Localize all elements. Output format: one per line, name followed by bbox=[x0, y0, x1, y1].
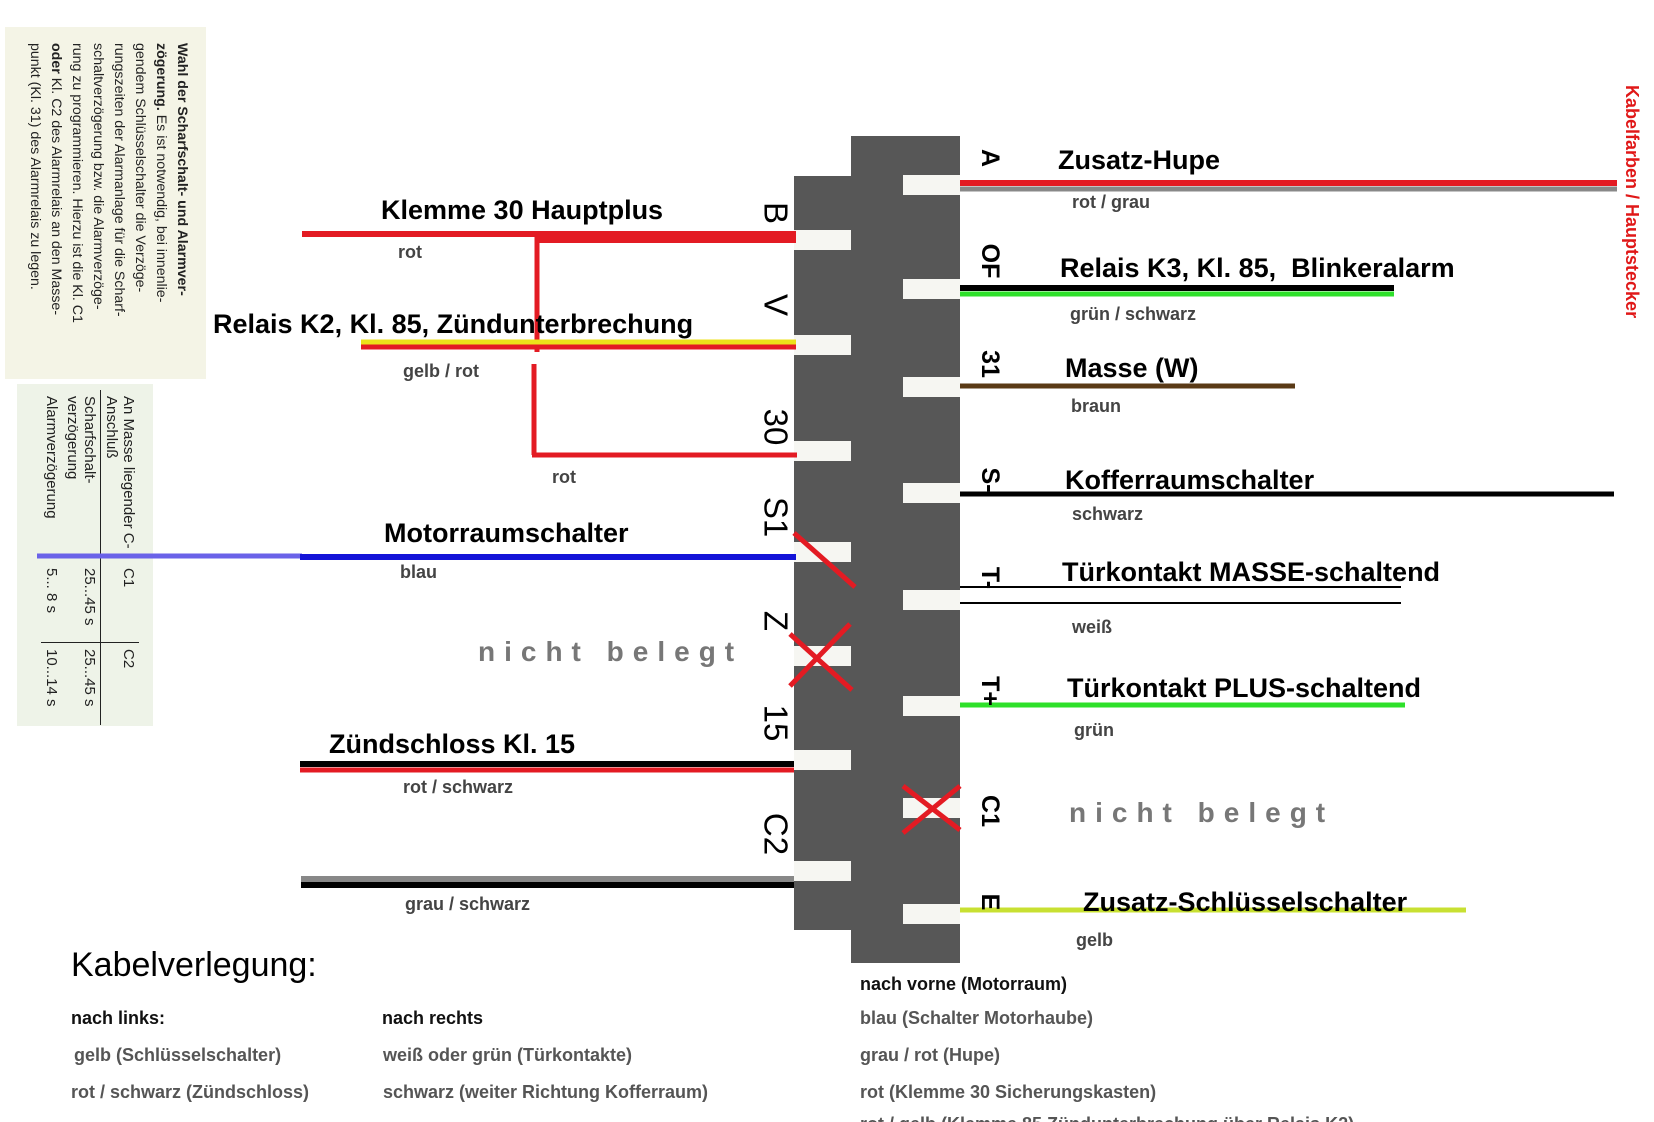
left-label-Z-unused: nicht belegt bbox=[478, 636, 743, 667]
left-label-15: Zündschloss Kl. 15 bbox=[329, 729, 575, 759]
routing-left-item: rot / schwarz (Zündschloss) bbox=[71, 1082, 309, 1102]
pin-label-C2: C2 bbox=[758, 813, 795, 855]
right-label-S-: Kofferraumschalter bbox=[1065, 465, 1315, 495]
pin-label-T-: T- bbox=[976, 567, 1004, 589]
right-label-T+: Türkontakt PLUS-schaltend bbox=[1067, 673, 1421, 703]
pin-slot-V bbox=[794, 335, 851, 355]
right-color-T+: grün bbox=[1074, 720, 1114, 740]
right-color-OF: grün / schwarz bbox=[1070, 304, 1196, 324]
pin-label-A: A bbox=[976, 149, 1004, 167]
right-label-31: Masse (W) bbox=[1065, 353, 1199, 383]
cross-stroke bbox=[788, 632, 854, 692]
cross-stroke bbox=[788, 622, 852, 688]
routing-right-item: schwarz (weiter Richtung Kofferraum) bbox=[383, 1082, 708, 1102]
pin-label-C1: C1 bbox=[976, 795, 1004, 827]
routing-left-item: gelb (Schlüsselschalter) bbox=[74, 1045, 281, 1065]
routing-front-item: rot / gelb (Klemme 85 Zündunterbrechung … bbox=[860, 1114, 1354, 1122]
right-label-E: Zusatz-Schlüsselschalter bbox=[1083, 887, 1408, 917]
right-label-A: Zusatz-Hupe bbox=[1058, 145, 1220, 175]
side-title: Kabelfarben / Hauptstecker bbox=[1622, 85, 1642, 318]
routing-front-heading: nach vorne (Motorraum) bbox=[860, 974, 1067, 994]
pin-label-S1: S1 bbox=[758, 497, 795, 537]
left-color-C2: grau / schwarz bbox=[405, 894, 530, 914]
pin-slot-A bbox=[903, 175, 960, 195]
left-color-30: rot bbox=[552, 467, 576, 487]
pin-slot-OF bbox=[903, 279, 960, 299]
left-label-B: Klemme 30 Hauptplus bbox=[381, 195, 663, 225]
right-color-E: gelb bbox=[1076, 930, 1113, 950]
pin-slot-T+ bbox=[903, 696, 960, 716]
pin-slot-S- bbox=[903, 483, 960, 503]
pin-S1-slash-mark bbox=[792, 531, 857, 589]
pin-label-Z: Z bbox=[758, 611, 795, 631]
left-label-S1: Motorraumschalter bbox=[384, 518, 629, 548]
routing-front-item: grau / rot (Hupe) bbox=[860, 1045, 1000, 1065]
cross-stroke bbox=[901, 784, 962, 835]
pin-label-30: 30 bbox=[758, 409, 795, 446]
pin-label-OF: OF bbox=[976, 244, 1004, 279]
pin-label-15: 15 bbox=[758, 705, 795, 742]
pin-label-T+: T+ bbox=[976, 676, 1004, 706]
pin-label-B: B bbox=[758, 202, 795, 224]
right-color-A: rot / grau bbox=[1072, 192, 1150, 212]
pin-Z-cross-icon bbox=[788, 622, 854, 692]
pin-slot-31 bbox=[903, 377, 960, 397]
pin-slot-15 bbox=[794, 750, 851, 770]
right-label-OF: Relais K3, Kl. 85, Blinkeralarm bbox=[1060, 253, 1455, 283]
pin-label-S-: S- bbox=[976, 468, 1004, 493]
right-color-T-: weiß bbox=[1071, 617, 1112, 637]
right-label-C1-unused: nicht belegt bbox=[1069, 797, 1334, 828]
pin-label-E: E bbox=[976, 894, 1004, 911]
pin-slot-B bbox=[794, 230, 851, 250]
routing-front-item: blau (Schalter Motorhaube) bbox=[860, 1008, 1093, 1028]
pin-label-31: 31 bbox=[976, 350, 1004, 378]
pin-C1-cross-icon bbox=[901, 784, 962, 835]
left-color-S1: blau bbox=[400, 562, 437, 582]
routing-front-item: rot (Klemme 30 Sicherungskasten) bbox=[860, 1082, 1156, 1102]
pin-slot-E bbox=[903, 904, 960, 924]
pin-slot-C2 bbox=[794, 861, 851, 881]
connector-right-block bbox=[851, 136, 960, 963]
right-color-31: braun bbox=[1071, 396, 1121, 416]
pin-label-V: V bbox=[758, 294, 795, 316]
left-label-V: Relais K2, Kl. 85, Zündunterbrechung bbox=[213, 309, 693, 339]
routing-left-heading: nach links: bbox=[71, 1008, 165, 1028]
routing-right-heading: nach rechts bbox=[382, 1008, 483, 1028]
right-color-S-: schwarz bbox=[1072, 504, 1143, 524]
right-label-T-: Türkontakt MASSE-schaltend bbox=[1062, 557, 1440, 587]
pin-slot-30 bbox=[794, 441, 851, 461]
routing-right-item: weiß oder grün (Türkontakte) bbox=[382, 1045, 632, 1065]
left-color-15: rot / schwarz bbox=[403, 777, 513, 797]
left-color-V: gelb / rot bbox=[403, 361, 479, 381]
routing-title: Kabelverlegung: bbox=[71, 946, 317, 984]
right-pin-slots bbox=[903, 175, 960, 924]
left-color-B: rot bbox=[398, 242, 422, 262]
pin-slot-T- bbox=[903, 590, 960, 610]
